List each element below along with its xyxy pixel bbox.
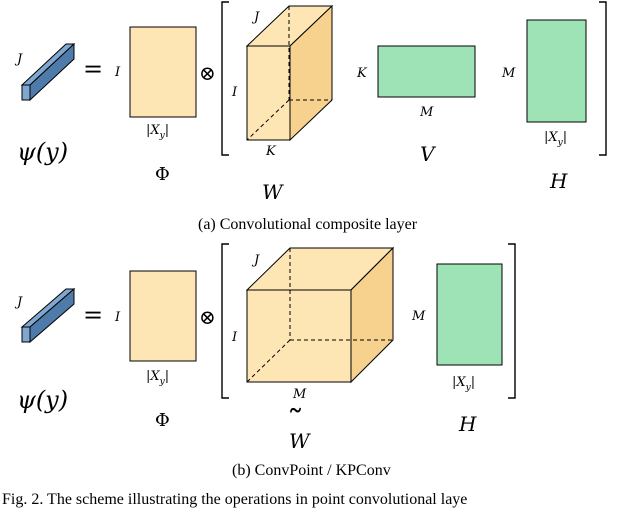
h-matrix — [436, 263, 503, 366]
w-tensor — [245, 4, 334, 142]
phi-col-label: |Xy| — [146, 123, 169, 141]
bracket-right — [599, 1, 607, 156]
phi-col-label: |Xy| — [146, 369, 169, 387]
psi-label: ψ(y) — [17, 386, 68, 414]
caption-b: (b) ConvPoint / KPConv — [232, 462, 391, 479]
h-col-label: |Xy| — [452, 375, 475, 393]
otimes-sign: ⊗ — [199, 61, 216, 85]
bracket-left — [221, 243, 229, 399]
v-m-label: M — [419, 105, 434, 120]
w-tilde-tensor — [245, 246, 395, 384]
v-k-label: K — [356, 66, 368, 81]
h-name: H — [549, 169, 568, 193]
phi-name: Φ — [155, 410, 170, 431]
h-m-label: M — [411, 309, 426, 324]
v-matrix — [377, 45, 476, 98]
tube-label-j: J — [14, 52, 23, 67]
caption-a: (a) Convolutional composite layer — [198, 216, 418, 233]
phi-name: Φ — [155, 164, 170, 185]
h-name: H — [458, 412, 477, 436]
panel-b: J ψ(y) = I |Xy| Φ ⊗ J I M ˜ W M |Xy| H (… — [14, 243, 516, 479]
bracket-right — [508, 243, 516, 399]
bracket-left — [221, 1, 229, 156]
w-j-label: J — [251, 10, 260, 25]
h-m-label: M — [501, 66, 516, 81]
v-name: V — [420, 142, 437, 166]
psi-tube-icon — [20, 287, 76, 344]
w-i-label: I — [231, 85, 238, 100]
phi-matrix — [129, 270, 197, 362]
w-tilde-accent: ˜ — [287, 403, 304, 443]
w-name: W — [262, 180, 284, 204]
equals-sign: = — [83, 55, 103, 83]
psi-label: ψ(y) — [17, 138, 68, 166]
w-k-label: K — [265, 144, 277, 159]
w-j-label: J — [251, 253, 260, 268]
figure-caption: Fig. 2. The scheme illustrating the oper… — [2, 491, 467, 508]
phi-row-label: I — [114, 310, 121, 325]
w-m-label: M — [292, 387, 307, 402]
w-i-label: I — [231, 330, 238, 345]
equals-sign: = — [83, 301, 103, 329]
h-matrix — [526, 19, 587, 123]
phi-matrix — [129, 26, 197, 118]
psi-tube-icon — [20, 42, 76, 102]
tube-label-j: J — [14, 295, 23, 310]
otimes-sign: ⊗ — [199, 305, 216, 329]
panel-a: J ψ(y) = I |Xy| Φ ⊗ J I K W K M V M | — [14, 1, 607, 233]
phi-row-label: I — [114, 65, 121, 80]
h-col-label: |Xy| — [544, 130, 567, 148]
w-tilde-name: W — [289, 429, 311, 453]
